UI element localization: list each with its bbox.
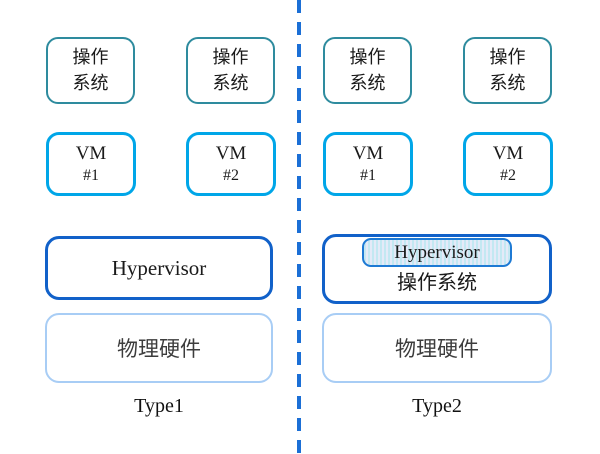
hardware-label: 物理硬件	[117, 337, 201, 361]
type1-vm2-box: VM #2	[186, 132, 276, 196]
type1-os-box-2: 操作 系统	[186, 37, 275, 104]
vm-label: VM	[215, 143, 247, 165]
hypervisor-label: Hypervisor	[394, 241, 480, 263]
type2-vm1-box: VM #1	[323, 132, 413, 196]
type2-os-box-2: 操作 系统	[463, 37, 552, 104]
vm-number: #1	[360, 166, 376, 184]
os-label-line: 系统	[212, 72, 249, 93]
type1-os-box-1: 操作 系统	[46, 37, 135, 104]
os-label-line: 操作	[72, 46, 109, 67]
hardware-label: 物理硬件	[395, 337, 479, 361]
type2-host-os-label: 操作系统	[397, 272, 477, 294]
vm-number: #2	[500, 166, 516, 184]
os-label-line: 操作	[349, 46, 386, 67]
os-label-line: 操作	[212, 46, 249, 67]
type1-caption: Type1	[134, 395, 184, 417]
type2-hypervisor-box: Hypervisor	[362, 238, 512, 267]
type1-hypervisor-box: Hypervisor	[45, 236, 273, 300]
vm-label: VM	[352, 143, 384, 165]
os-label-line: 操作	[489, 46, 526, 67]
type2-caption: Type2	[412, 395, 462, 417]
vm-label: VM	[75, 143, 107, 165]
vm-number: #1	[83, 166, 99, 184]
os-label-line: 系统	[489, 72, 526, 93]
type1-hardware-box: 物理硬件	[45, 313, 273, 383]
os-label-line: 系统	[72, 72, 109, 93]
type2-vm2-box: VM #2	[463, 132, 553, 196]
type2-hardware-box: 物理硬件	[322, 313, 552, 383]
type2-os-box-1: 操作 系统	[323, 37, 412, 104]
type2-host-os-box: Hypervisor 操作系统	[322, 234, 552, 304]
type1-vm1-box: VM #1	[46, 132, 136, 196]
vm-number: #2	[223, 166, 239, 184]
divider-dashed-line	[297, 0, 301, 454]
hypervisor-label: Hypervisor	[111, 255, 207, 280]
vm-label: VM	[492, 143, 524, 165]
os-label-line: 系统	[349, 72, 386, 93]
